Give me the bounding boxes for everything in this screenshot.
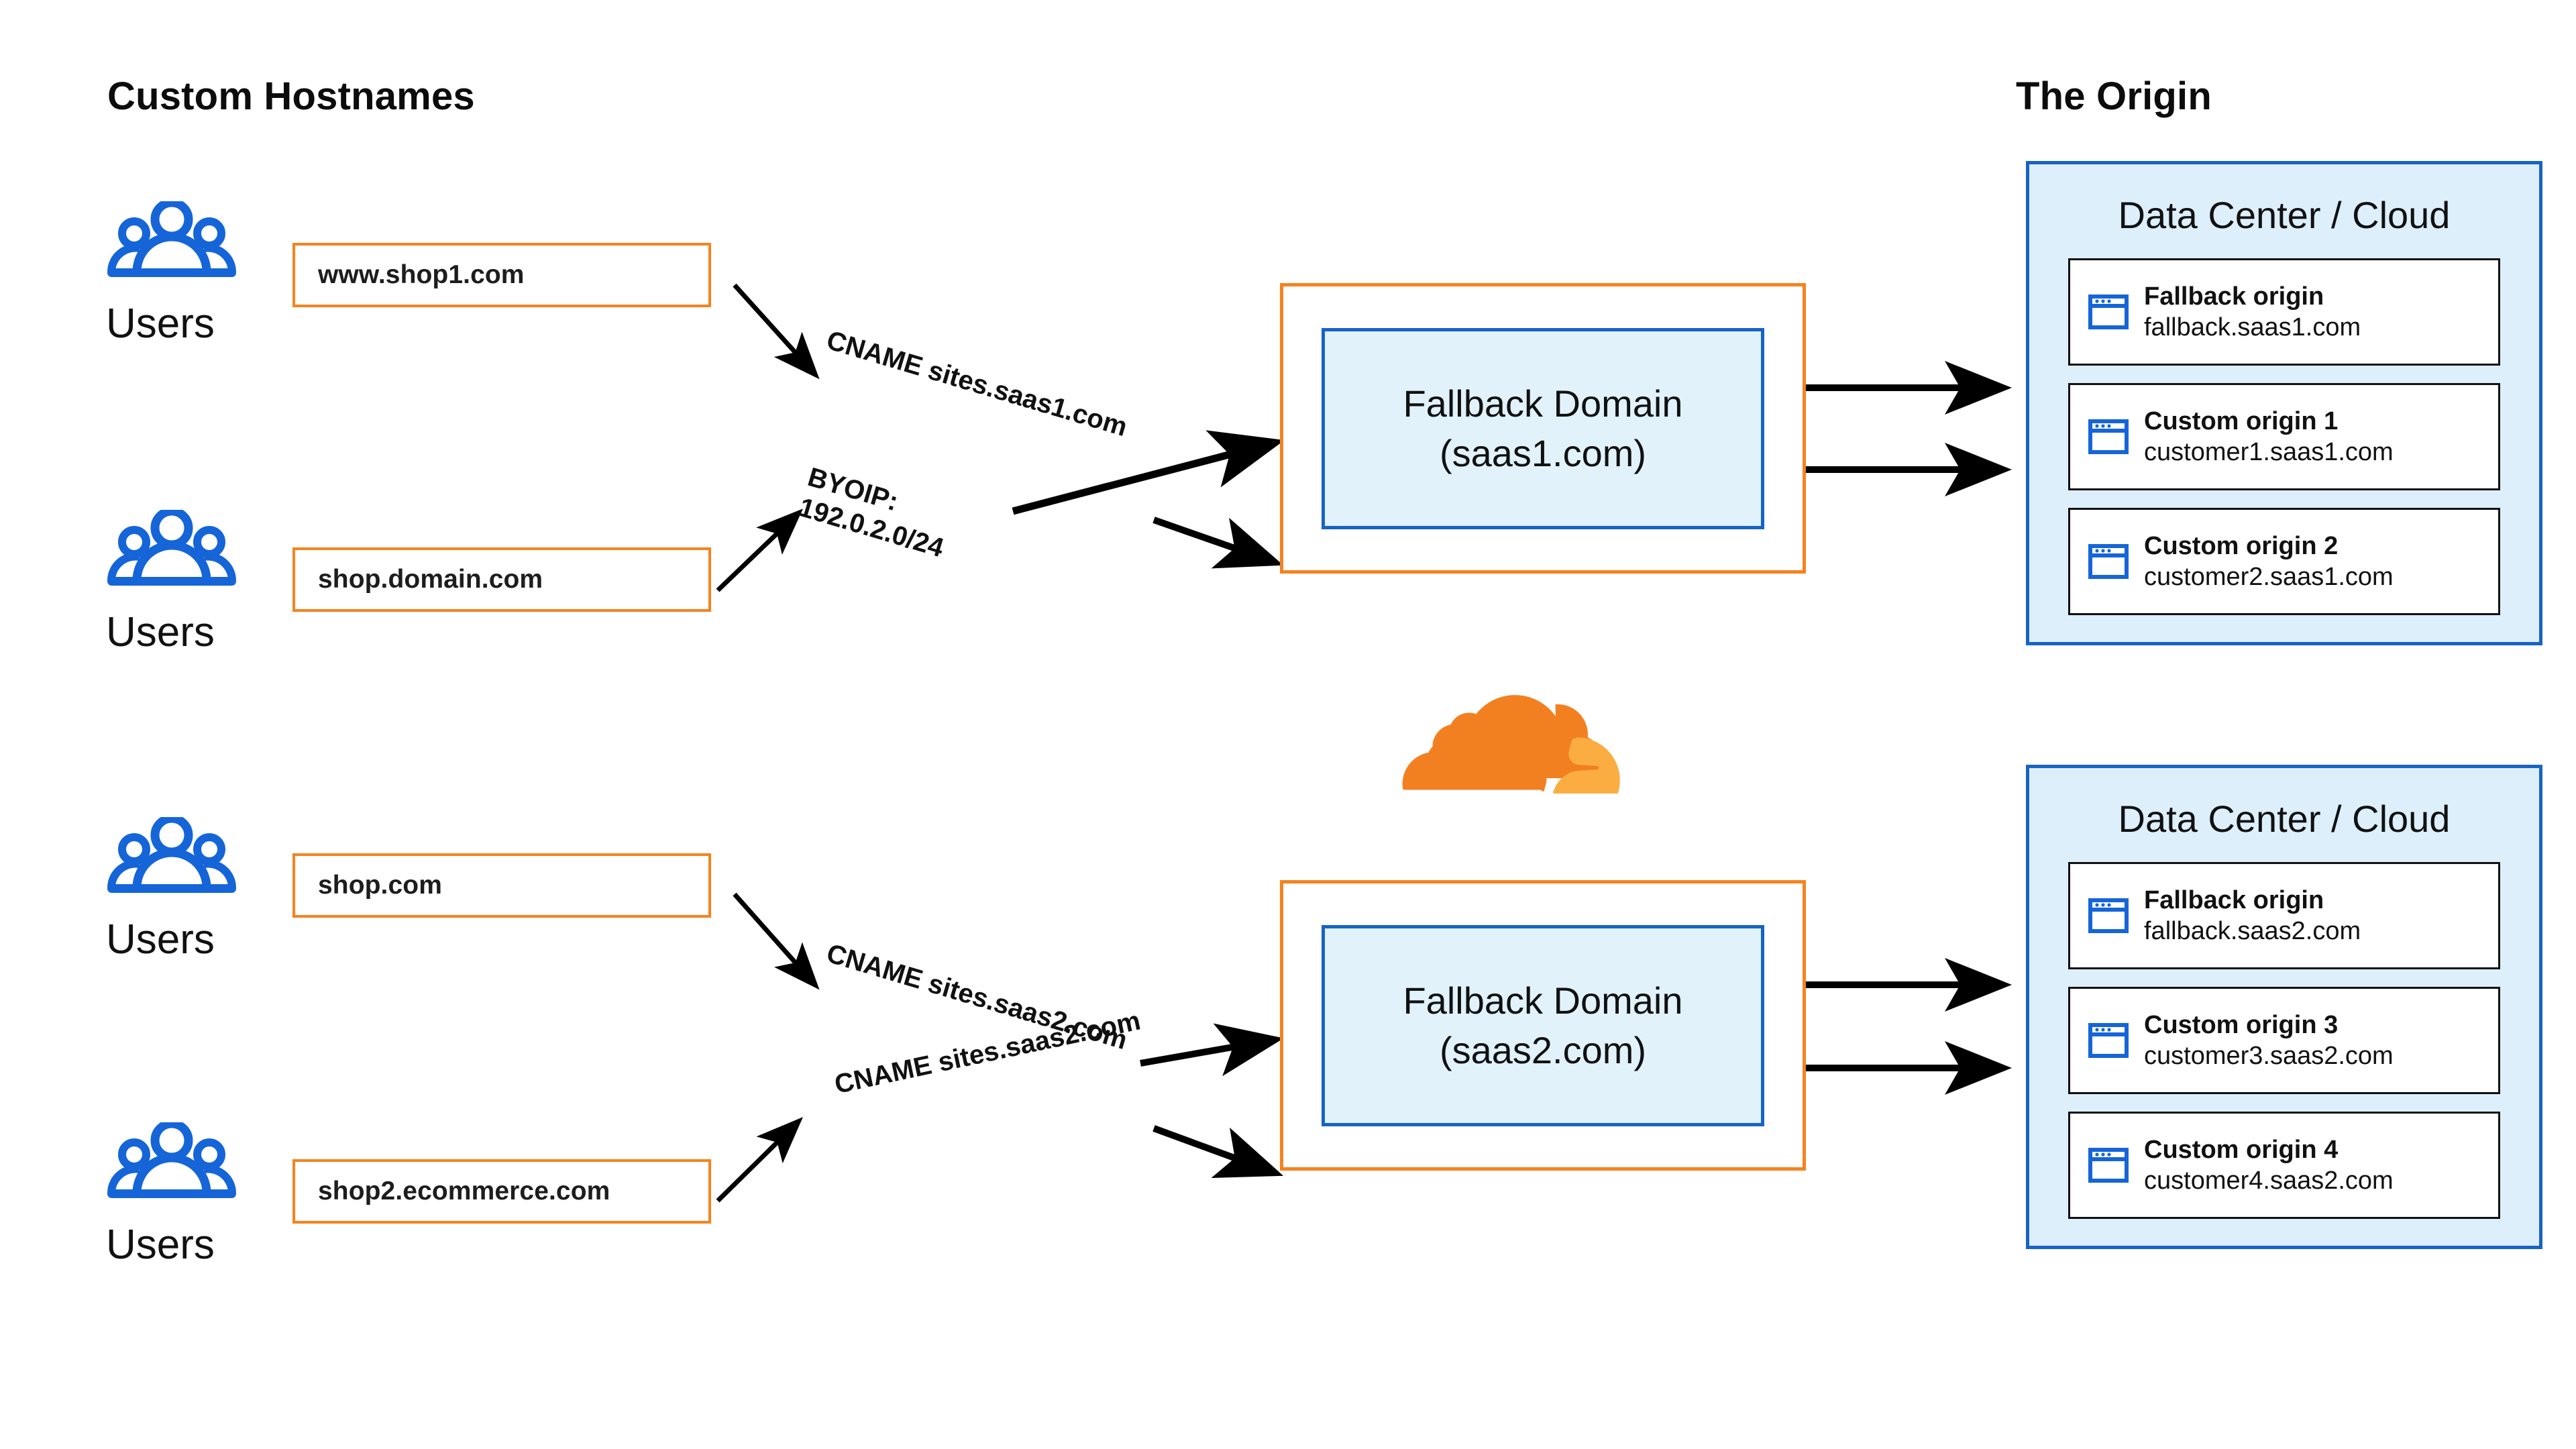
users-group-icon xyxy=(107,1122,236,1198)
hostname-box-2[interactable]: shop.domain.com xyxy=(292,547,711,612)
hostname-value-1: www.shop1.com xyxy=(318,260,525,289)
origin-host: customer2.saas1.com xyxy=(2144,563,2394,591)
users-group-3: Users xyxy=(106,817,327,961)
browser-window-icon xyxy=(2088,419,2129,454)
hostname-box-3[interactable]: shop.com xyxy=(292,853,711,918)
users-label-2: Users xyxy=(106,609,215,655)
arrow-label-to-fallback1 xyxy=(1152,517,1284,569)
fallback-domain-box-1: Fallback Domain (saas1.com) xyxy=(1322,327,1764,529)
arrow-label-to-fallback1-byoip xyxy=(1012,430,1285,515)
heading-custom-hostnames: Custom Hostnames xyxy=(107,74,475,118)
data-center-panel-2: Data Center / Cloud Fallback origin fall… xyxy=(2026,765,2542,1249)
origin-name: Fallback origin xyxy=(2144,885,2324,914)
fallback-domain-panel-1: Fallback Domain (saas1.com) xyxy=(1280,283,1806,574)
arrow-hostname4-to-label xyxy=(716,1117,803,1203)
browser-window-icon xyxy=(2088,898,2129,933)
arrow-hostname3-to-label xyxy=(733,892,820,990)
origin-card-custom-4[interactable]: Custom origin 4 customer4.saas2.com xyxy=(2068,1112,2500,1219)
arrow-hostname1-to-label xyxy=(733,283,820,380)
data-center-panel-1: Data Center / Cloud Fallback origin fall… xyxy=(2026,161,2542,645)
arrow-label-to-fallback2-b xyxy=(1140,1023,1284,1077)
cloudflare-logo xyxy=(1402,695,1620,794)
origin-name: Custom origin 2 xyxy=(2144,531,2339,560)
origin-host: customer4.saas2.com xyxy=(2144,1167,2394,1195)
origin-name: Fallback origin xyxy=(2144,282,2324,311)
users-label-4: Users xyxy=(106,1222,215,1268)
origin-name: Custom origin 1 xyxy=(2144,407,2339,435)
fallback-domain-host-1: (saas1.com) xyxy=(1439,431,1647,474)
origin-card-custom-2[interactable]: Custom origin 2 customer2.saas1.com xyxy=(2068,508,2500,615)
origin-name: Custom origin 3 xyxy=(2144,1010,2339,1039)
origin-card-custom-1[interactable]: Custom origin 1 customer1.saas1.com xyxy=(2068,383,2500,490)
users-group-icon xyxy=(107,510,236,586)
edge-label-cname-saas1: CNAME sites.saas1.com xyxy=(823,325,1131,443)
origin-card-fallback-2[interactable]: Fallback origin fallback.saas2.com xyxy=(2068,862,2500,969)
users-group-4: Users xyxy=(106,1122,327,1266)
data-center-title-2: Data Center / Cloud xyxy=(2118,798,2451,840)
users-group-1: Users xyxy=(106,201,327,345)
users-group-icon xyxy=(107,201,236,277)
fallback-domain-host-2: (saas2.com) xyxy=(1439,1028,1647,1071)
edge-label-cname-saas2-b: CNAME sites.saas2.com xyxy=(832,1006,1143,1100)
fallback-domain-title-2: Fallback Domain xyxy=(1403,979,1683,1022)
origin-host: customer3.saas2.com xyxy=(2144,1042,2394,1070)
users-label-1: Users xyxy=(106,301,215,347)
users-group-2: Users xyxy=(106,510,327,653)
fallback-domain-panel-2: Fallback Domain (saas2.com) xyxy=(1280,880,1806,1171)
origin-host: fallback.saas2.com xyxy=(2144,917,2361,945)
origin-host: fallback.saas1.com xyxy=(2144,313,2361,341)
hostname-value-4: shop2.ecommerce.com xyxy=(318,1177,610,1205)
edge-label-byoip: BYOIP: 192.0.2.0/24 xyxy=(795,462,956,565)
origin-card-fallback-1[interactable]: Fallback origin fallback.saas1.com xyxy=(2068,258,2500,366)
hostname-value-2: shop.domain.com xyxy=(318,565,543,594)
arrow-label-to-fallback2-a xyxy=(1152,1125,1284,1178)
browser-window-icon xyxy=(2088,1148,2129,1183)
heading-the-origin: The Origin xyxy=(2016,74,2212,118)
arrow-hostname2-to-label xyxy=(716,508,804,592)
origin-card-custom-3[interactable]: Custom origin 3 customer3.saas2.com xyxy=(2068,987,2500,1094)
origin-name: Custom origin 4 xyxy=(2144,1135,2339,1164)
fallback-domain-box-2: Fallback Domain (saas2.com) xyxy=(1322,924,1764,1126)
hostname-box-4[interactable]: shop2.ecommerce.com xyxy=(292,1159,711,1224)
data-center-title-1: Data Center / Cloud xyxy=(2118,194,2451,236)
users-group-icon xyxy=(107,817,236,893)
origin-host: customer1.saas1.com xyxy=(2144,438,2394,466)
browser-window-icon xyxy=(2088,1023,2129,1058)
users-label-3: Users xyxy=(106,916,215,963)
browser-window-icon xyxy=(2088,544,2129,579)
fallback-domain-title-1: Fallback Domain xyxy=(1403,382,1683,425)
hostname-box-1[interactable]: www.shop1.com xyxy=(292,243,711,307)
browser-window-icon xyxy=(2088,294,2129,329)
hostname-value-3: shop.com xyxy=(318,871,442,900)
